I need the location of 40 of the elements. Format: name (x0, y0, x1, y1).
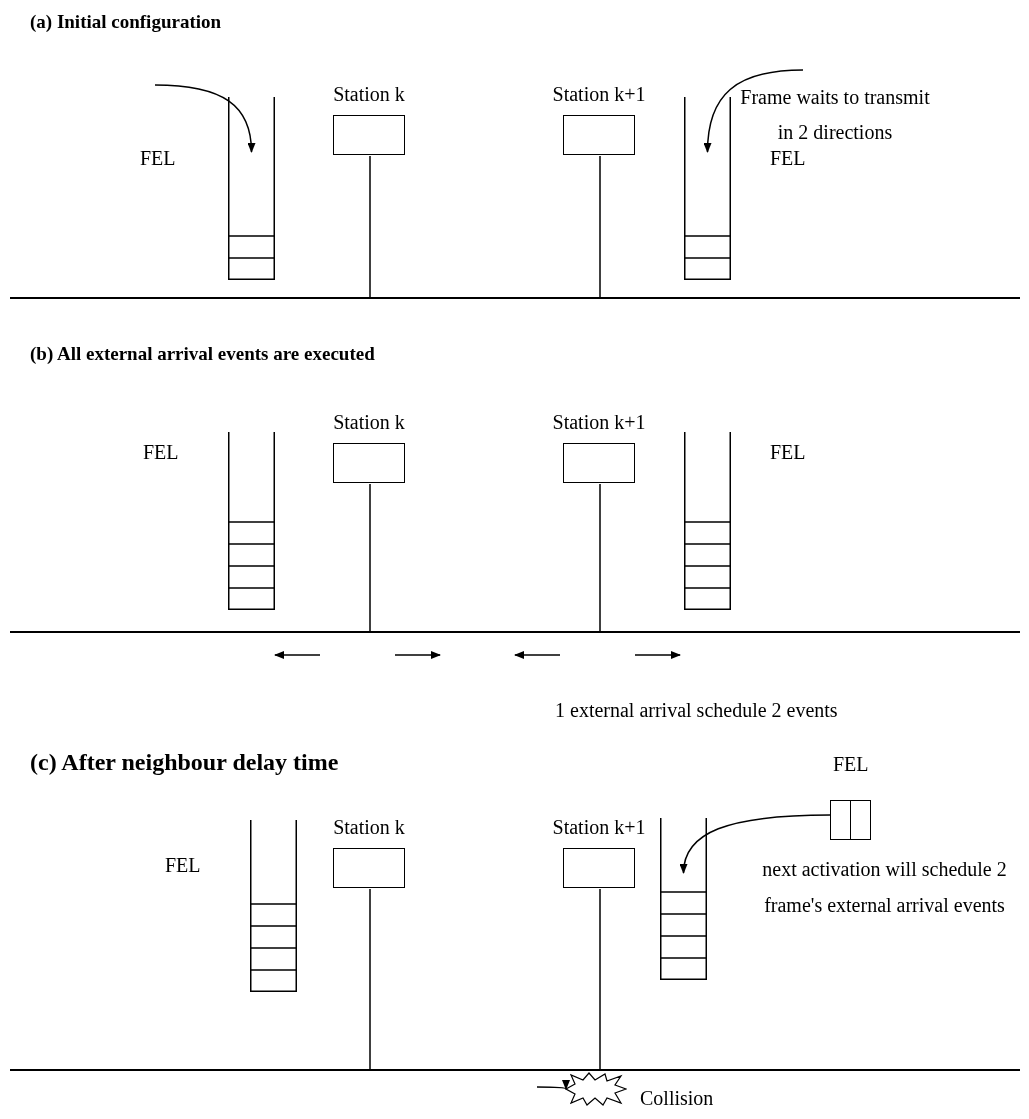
arrow (536, 1079, 567, 1090)
bus-line (10, 297, 1020, 299)
queue-drawing (228, 432, 275, 610)
bus-line (10, 1069, 1020, 1071)
queue-drawing (660, 818, 707, 980)
queue-label: FEL (833, 752, 869, 776)
queue-label: FEL (143, 440, 179, 464)
queue-label: FEL (140, 146, 176, 170)
station-stem (369, 155, 371, 298)
station-label: Station k+1 (552, 815, 646, 839)
queue-label: FEL (165, 853, 201, 877)
station-label: Station k+1 (552, 410, 646, 434)
queue-drawing (250, 820, 297, 992)
queue-drawing (228, 97, 275, 280)
arrow (703, 69, 804, 153)
collision-star (565, 1072, 627, 1106)
queue-drawing (684, 432, 731, 610)
station-stem (599, 888, 601, 1070)
arrow (154, 84, 255, 153)
station-stem (599, 483, 601, 632)
station-label: Station k+1 (552, 82, 646, 106)
station-label: Station k (333, 410, 405, 434)
note-text: 1 external arrival schedule 2 events (555, 698, 838, 722)
queue-box (830, 800, 871, 840)
station-label: Station k (333, 82, 405, 106)
bus-line (10, 631, 1020, 633)
station-stem (599, 155, 601, 298)
station-label: Station k (333, 815, 405, 839)
arrow (680, 814, 831, 874)
queue-drawing (684, 97, 731, 280)
station-stem (369, 888, 371, 1070)
station-stem (369, 483, 371, 632)
queue-label: FEL (770, 440, 806, 464)
note-text: Frame waits to transmit in 2 directions (739, 85, 931, 145)
section-title: (b) All external arrival events are executed (30, 342, 375, 366)
section-title: (c) After neighbour delay time (30, 750, 339, 774)
note-text: next activation will schedule 2 frame's external arrival events (761, 857, 1008, 918)
queue-label: FEL (770, 146, 806, 170)
section-title: (a) Initial configuration (30, 10, 222, 34)
collision-label: Collision (640, 1086, 714, 1110)
